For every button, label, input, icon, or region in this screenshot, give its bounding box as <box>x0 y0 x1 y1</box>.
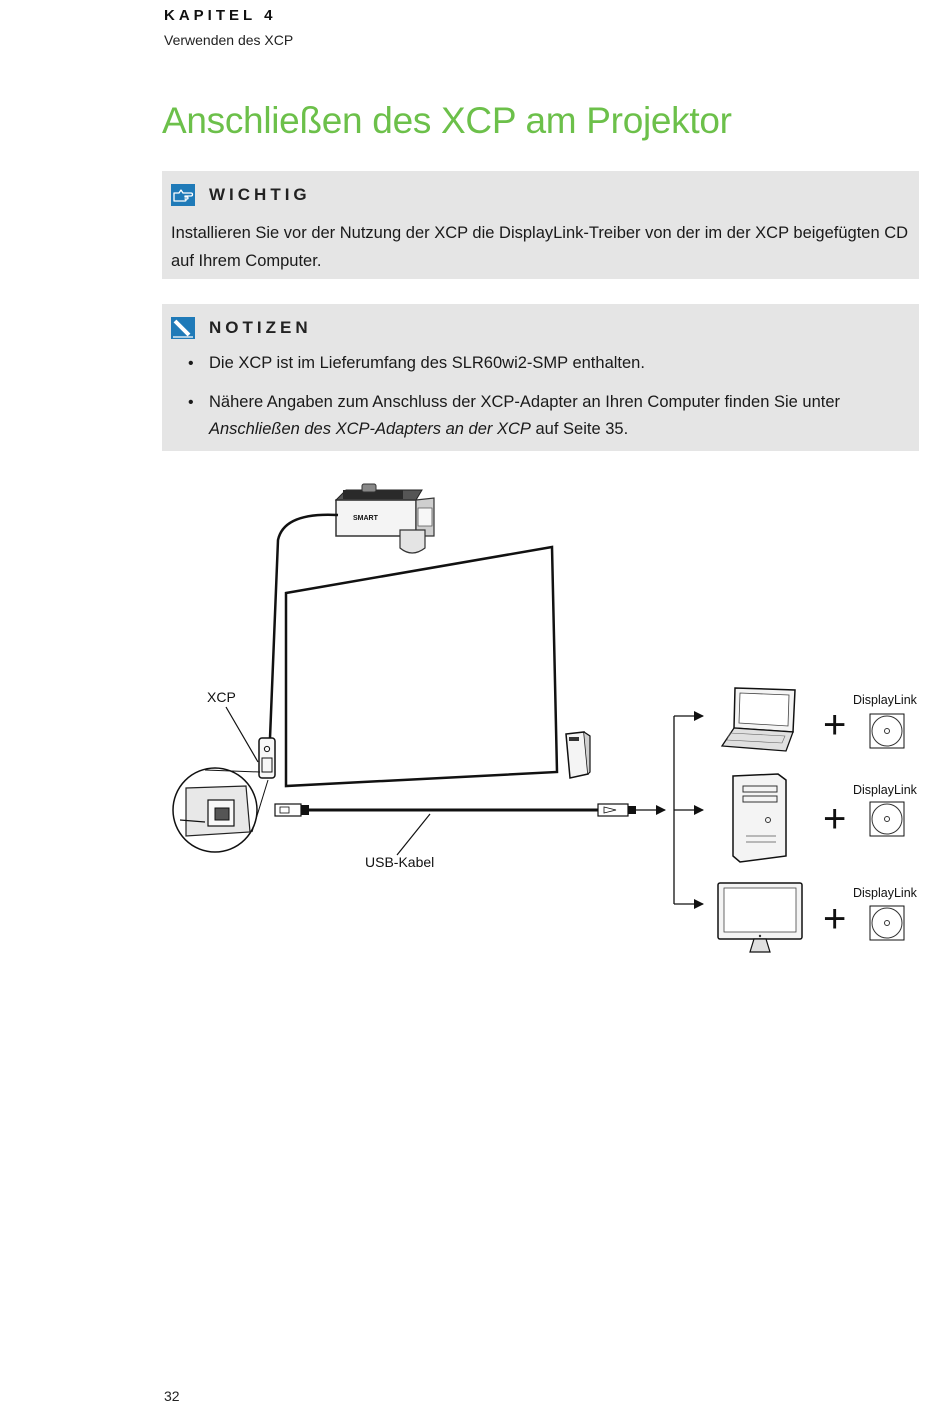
notes-heading: NOTIZEN <box>209 318 312 337</box>
note-item-1: Die XCP ist im Lieferumfang des SLR60wi2… <box>209 354 645 372</box>
monitor-icon <box>717 882 803 953</box>
list-item: Die XCP ist im Lieferumfang des SLR60wi2… <box>171 350 909 377</box>
cross-reference-link[interactable]: Anschließen des XCP-Adapters an der XCP <box>209 420 531 438</box>
connection-diagram: SMART XCP USB-Kabel <box>172 483 918 953</box>
displaylink-label: DisplayLink <box>853 693 918 707</box>
plus-icon: + <box>823 797 846 841</box>
projector-brand-label: SMART <box>353 515 379 522</box>
note-item-2-page: auf Seite 35. <box>530 420 629 438</box>
xcp-leader-line <box>225 706 259 763</box>
cd-icon <box>869 801 905 837</box>
cd-icon <box>869 905 905 941</box>
xcp-adapter-device <box>565 731 591 779</box>
pencil-icon <box>171 317 195 339</box>
page-title: Anschließen des XCP am Projektor <box>162 100 732 141</box>
laptop-icon <box>720 687 796 752</box>
xcp-zoom-callout <box>172 767 269 853</box>
xcp-cable <box>268 513 339 739</box>
plus-icon: + <box>823 703 846 747</box>
chapter-subtitle: Verwenden des XCP <box>164 32 294 48</box>
notes-list: Die XCP ist im Lieferumfang des SLR60wi2… <box>171 350 909 443</box>
pointing-hand-icon <box>171 184 195 206</box>
chapter-label: KAPITEL 4 <box>164 7 277 24</box>
notes-header: NOTIZEN <box>171 316 909 340</box>
desktop-tower-icon <box>732 773 787 863</box>
usb-cable-label: USB-Kabel <box>365 854 434 870</box>
notes-box: NOTIZEN Die XCP ist im Lieferumfang des … <box>162 304 919 451</box>
plus-icon: + <box>823 897 846 941</box>
projector-illustration: SMART <box>334 483 435 554</box>
important-box: WICHTIG Installieren Sie vor der Nutzung… <box>162 171 919 279</box>
important-text: Installieren Sie vor der Nutzung der XCP… <box>171 224 909 270</box>
whiteboard <box>284 545 559 788</box>
page-number: 32 <box>164 1388 180 1404</box>
device-branch-lines <box>673 711 704 909</box>
usb-leader-line <box>396 813 431 856</box>
displaylink-label: DisplayLink <box>853 886 918 900</box>
cd-icon <box>869 713 905 749</box>
displaylink-label: DisplayLink <box>853 783 918 797</box>
list-item: Nähere Angaben zum Anschluss der XCP-Ada… <box>171 389 909 443</box>
note-item-2-text: Nähere Angaben zum Anschluss der XCP-Ada… <box>209 393 841 411</box>
usb-cable <box>274 803 666 817</box>
important-header: WICHTIG <box>171 183 909 207</box>
xcp-label: XCP <box>207 689 236 705</box>
important-heading: WICHTIG <box>209 185 311 204</box>
xcp-device <box>258 737 276 779</box>
